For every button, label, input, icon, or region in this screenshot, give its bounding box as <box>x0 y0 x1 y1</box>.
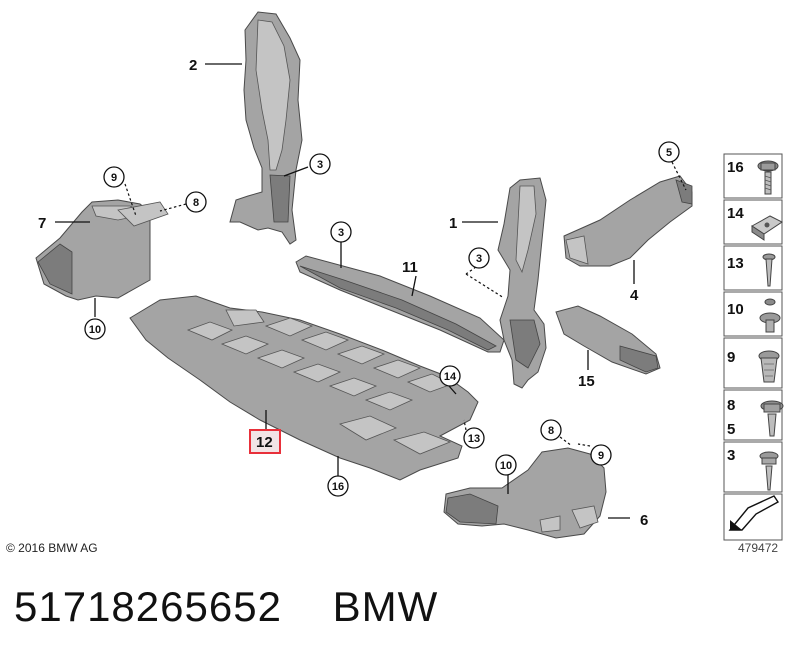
svg-text:13: 13 <box>727 255 744 272</box>
svg-text:8: 8 <box>548 425 554 437</box>
svg-text:9: 9 <box>727 349 735 366</box>
legend-item-10[interactable]: 10 <box>723 291 783 337</box>
push-clip-icon <box>758 350 780 383</box>
part-number-caption: 51718265652 BMW <box>14 583 439 630</box>
callout-13: 13 <box>463 427 485 449</box>
svg-text:3: 3 <box>338 227 344 239</box>
part-4-air-duct-hose[interactable] <box>563 175 693 267</box>
label-6: 6 <box>640 512 648 529</box>
svg-text:3: 3 <box>476 253 482 265</box>
callout-9b: 9 <box>590 444 612 466</box>
svg-text:9: 9 <box>111 172 117 184</box>
legend-item-16[interactable]: 16 <box>723 153 783 199</box>
callout-3a: 3 <box>309 153 331 175</box>
svg-text:8: 8 <box>727 397 735 414</box>
hex-nut-icon <box>760 400 784 437</box>
highlighted-part-label-12[interactable]: 12 <box>249 429 281 454</box>
svg-text:16: 16 <box>332 481 344 493</box>
part-2-air-duct-bracket[interactable] <box>229 11 303 245</box>
callout-5: 5 <box>658 141 680 163</box>
legend-direction-cell <box>723 493 783 541</box>
legend-item-14[interactable]: 14 <box>723 199 783 245</box>
part-6-right-air-duct[interactable] <box>443 447 607 539</box>
svg-text:5: 5 <box>666 147 672 159</box>
part-1-right-duct-bracket[interactable] <box>497 177 547 389</box>
callout-9a: 9 <box>103 166 125 188</box>
legend-item-3[interactable]: 3 <box>723 441 783 493</box>
callout-10b: 10 <box>495 454 517 476</box>
leader-lines <box>55 63 687 519</box>
callout-8a: 8 <box>185 191 207 213</box>
label-2: 2 <box>189 57 197 74</box>
legend-item-8-5[interactable]: 8 5 <box>723 389 784 441</box>
parts-diagram: 2 7 1 11 4 15 6 12 9 8 10 3 3 3 5 14 <box>35 11 784 541</box>
svg-text:10: 10 <box>89 324 101 336</box>
svg-text:10: 10 <box>727 301 744 318</box>
clip-nut-icon <box>751 215 783 241</box>
fastener-legend: 16 14 13 <box>723 153 784 541</box>
front-direction-arrow-icon <box>728 495 780 531</box>
callout-16: 16 <box>327 475 349 497</box>
bolt-with-washer-icon <box>757 160 779 195</box>
label-1: 1 <box>449 215 457 232</box>
callout-3c: 3 <box>468 247 490 269</box>
svg-text:10: 10 <box>500 460 512 472</box>
callout-3b: 3 <box>330 221 352 243</box>
label-15: 15 <box>578 373 595 390</box>
svg-text:16: 16 <box>727 159 744 176</box>
label-7: 7 <box>38 215 46 232</box>
svg-text:5: 5 <box>727 421 735 438</box>
self-tapping-screw-icon <box>759 451 779 491</box>
legend-item-13[interactable]: 13 <box>723 245 783 291</box>
svg-text:13: 13 <box>468 433 480 445</box>
svg-text:3: 3 <box>727 447 735 464</box>
callout-8b: 8 <box>540 419 562 441</box>
label-11: 11 <box>402 259 418 276</box>
expanding-rivet-icon <box>759 298 781 333</box>
svg-text:14: 14 <box>727 205 744 222</box>
part-12-underbody-panel[interactable] <box>129 295 479 481</box>
diagram-number: 479472 <box>738 541 779 555</box>
part-7-left-air-duct[interactable] <box>35 199 169 301</box>
screw-icon <box>762 253 776 287</box>
tray-ribs <box>186 309 454 455</box>
part-15-small-bracket[interactable] <box>555 305 661 375</box>
svg-text:8: 8 <box>193 197 199 209</box>
legend-item-9[interactable]: 9 <box>723 337 783 389</box>
label-12: 12 <box>256 434 273 451</box>
label-4: 4 <box>630 287 639 304</box>
part-11-cross-member-panel[interactable] <box>295 255 505 353</box>
callout-10a: 10 <box>84 318 106 340</box>
svg-text:14: 14 <box>444 371 457 383</box>
svg-text:9: 9 <box>598 450 604 462</box>
callout-14: 14 <box>439 365 461 387</box>
svg-text:3: 3 <box>317 159 323 171</box>
copyright-text: © 2016 BMW AG <box>6 541 98 555</box>
